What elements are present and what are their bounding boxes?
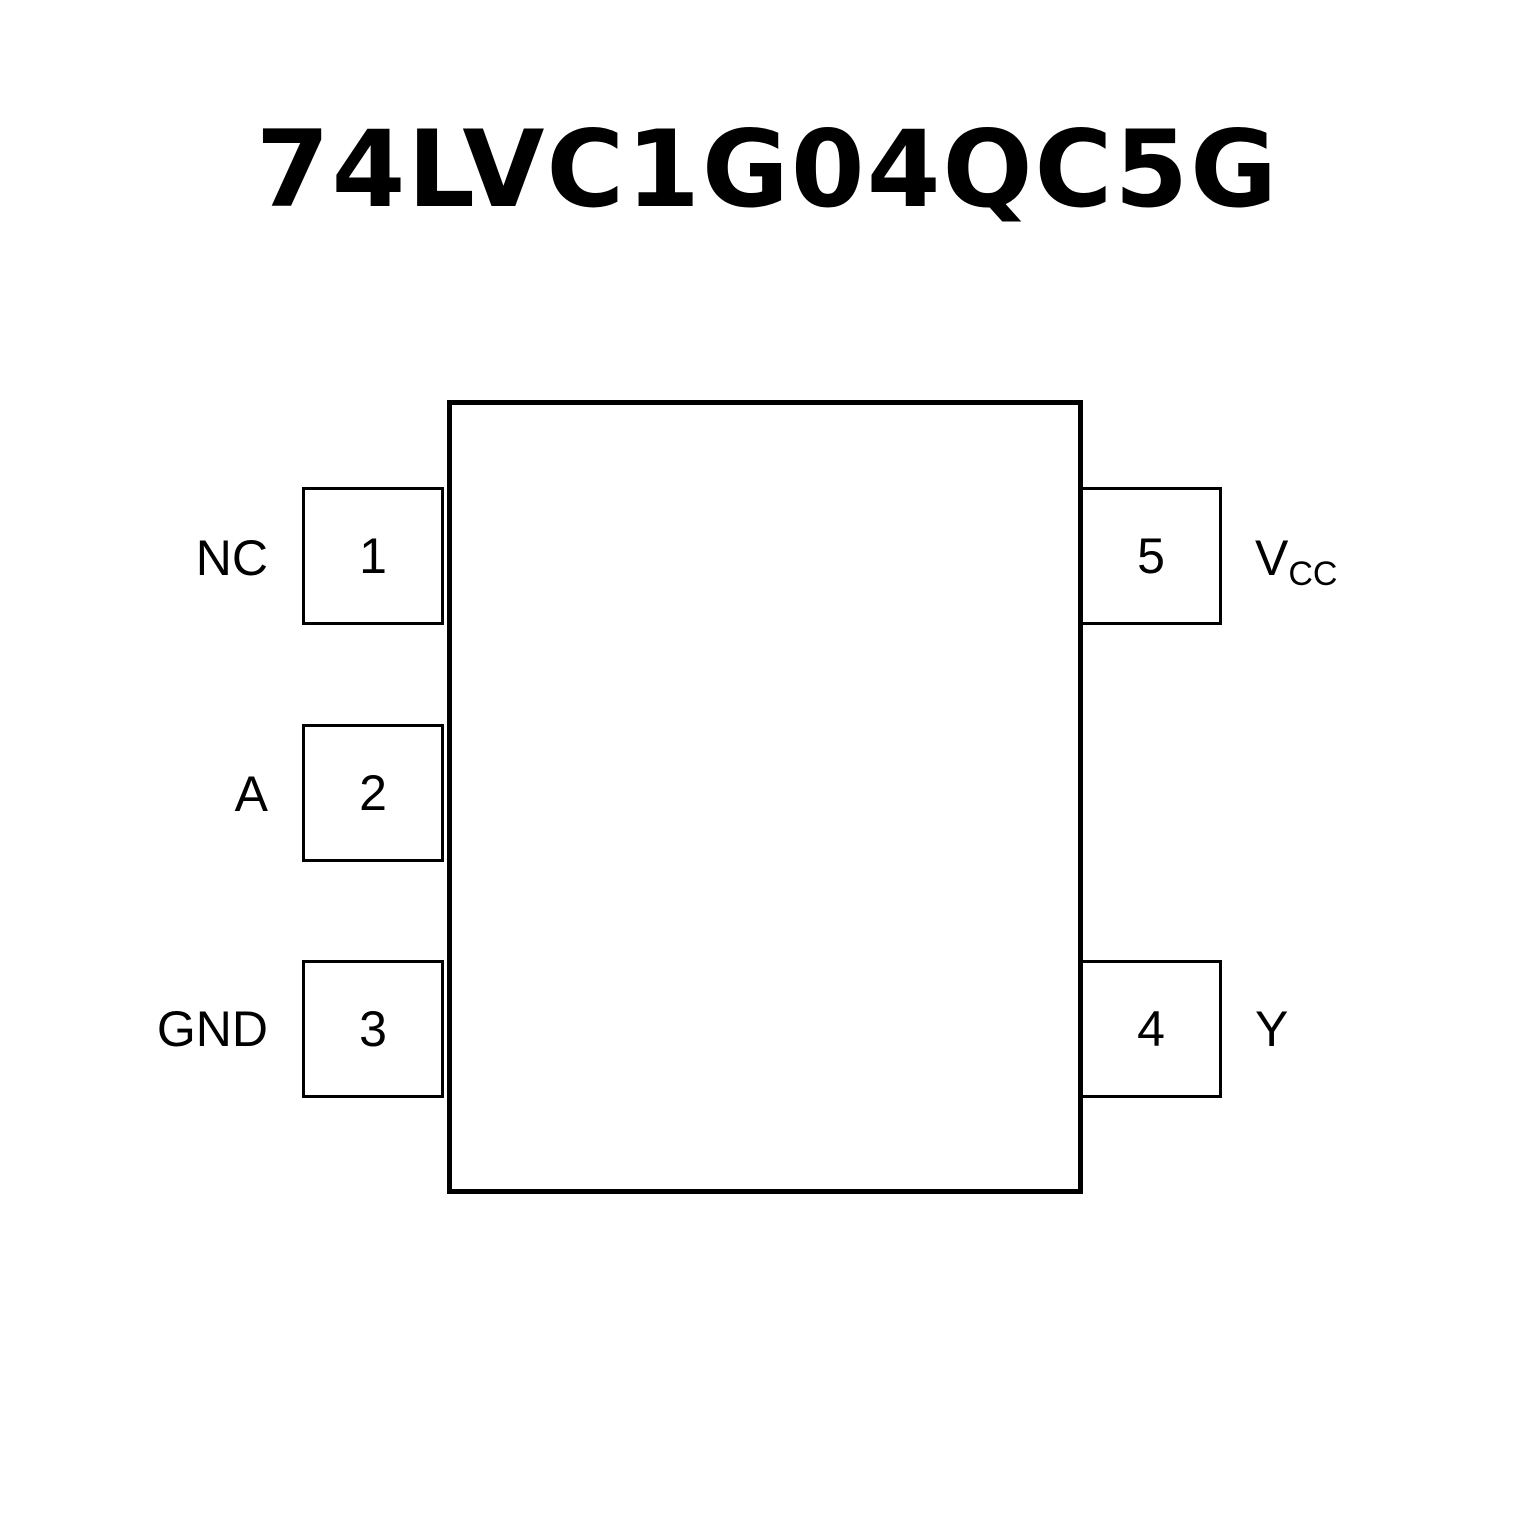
- pin-2: 2: [302, 724, 444, 862]
- pin-3-label: GND: [156, 1001, 268, 1057]
- pin-5-label-main: V: [1255, 530, 1289, 586]
- pin-3: 3: [302, 960, 444, 1098]
- part-title: 74LVC1G04QC5G: [255, 108, 1280, 231]
- pin-2-label: A: [234, 766, 268, 822]
- pin-5-label-sub: CC: [1288, 555, 1338, 593]
- pin-5: 5: [1080, 487, 1222, 625]
- ic-body: [447, 400, 1083, 1194]
- pin-4: 4: [1080, 960, 1222, 1098]
- pin-1: 1: [302, 487, 444, 625]
- pin-5-label: VCC: [1255, 528, 1337, 604]
- pin-4-label: Y: [1255, 1001, 1289, 1057]
- pin-1-label: NC: [195, 530, 268, 586]
